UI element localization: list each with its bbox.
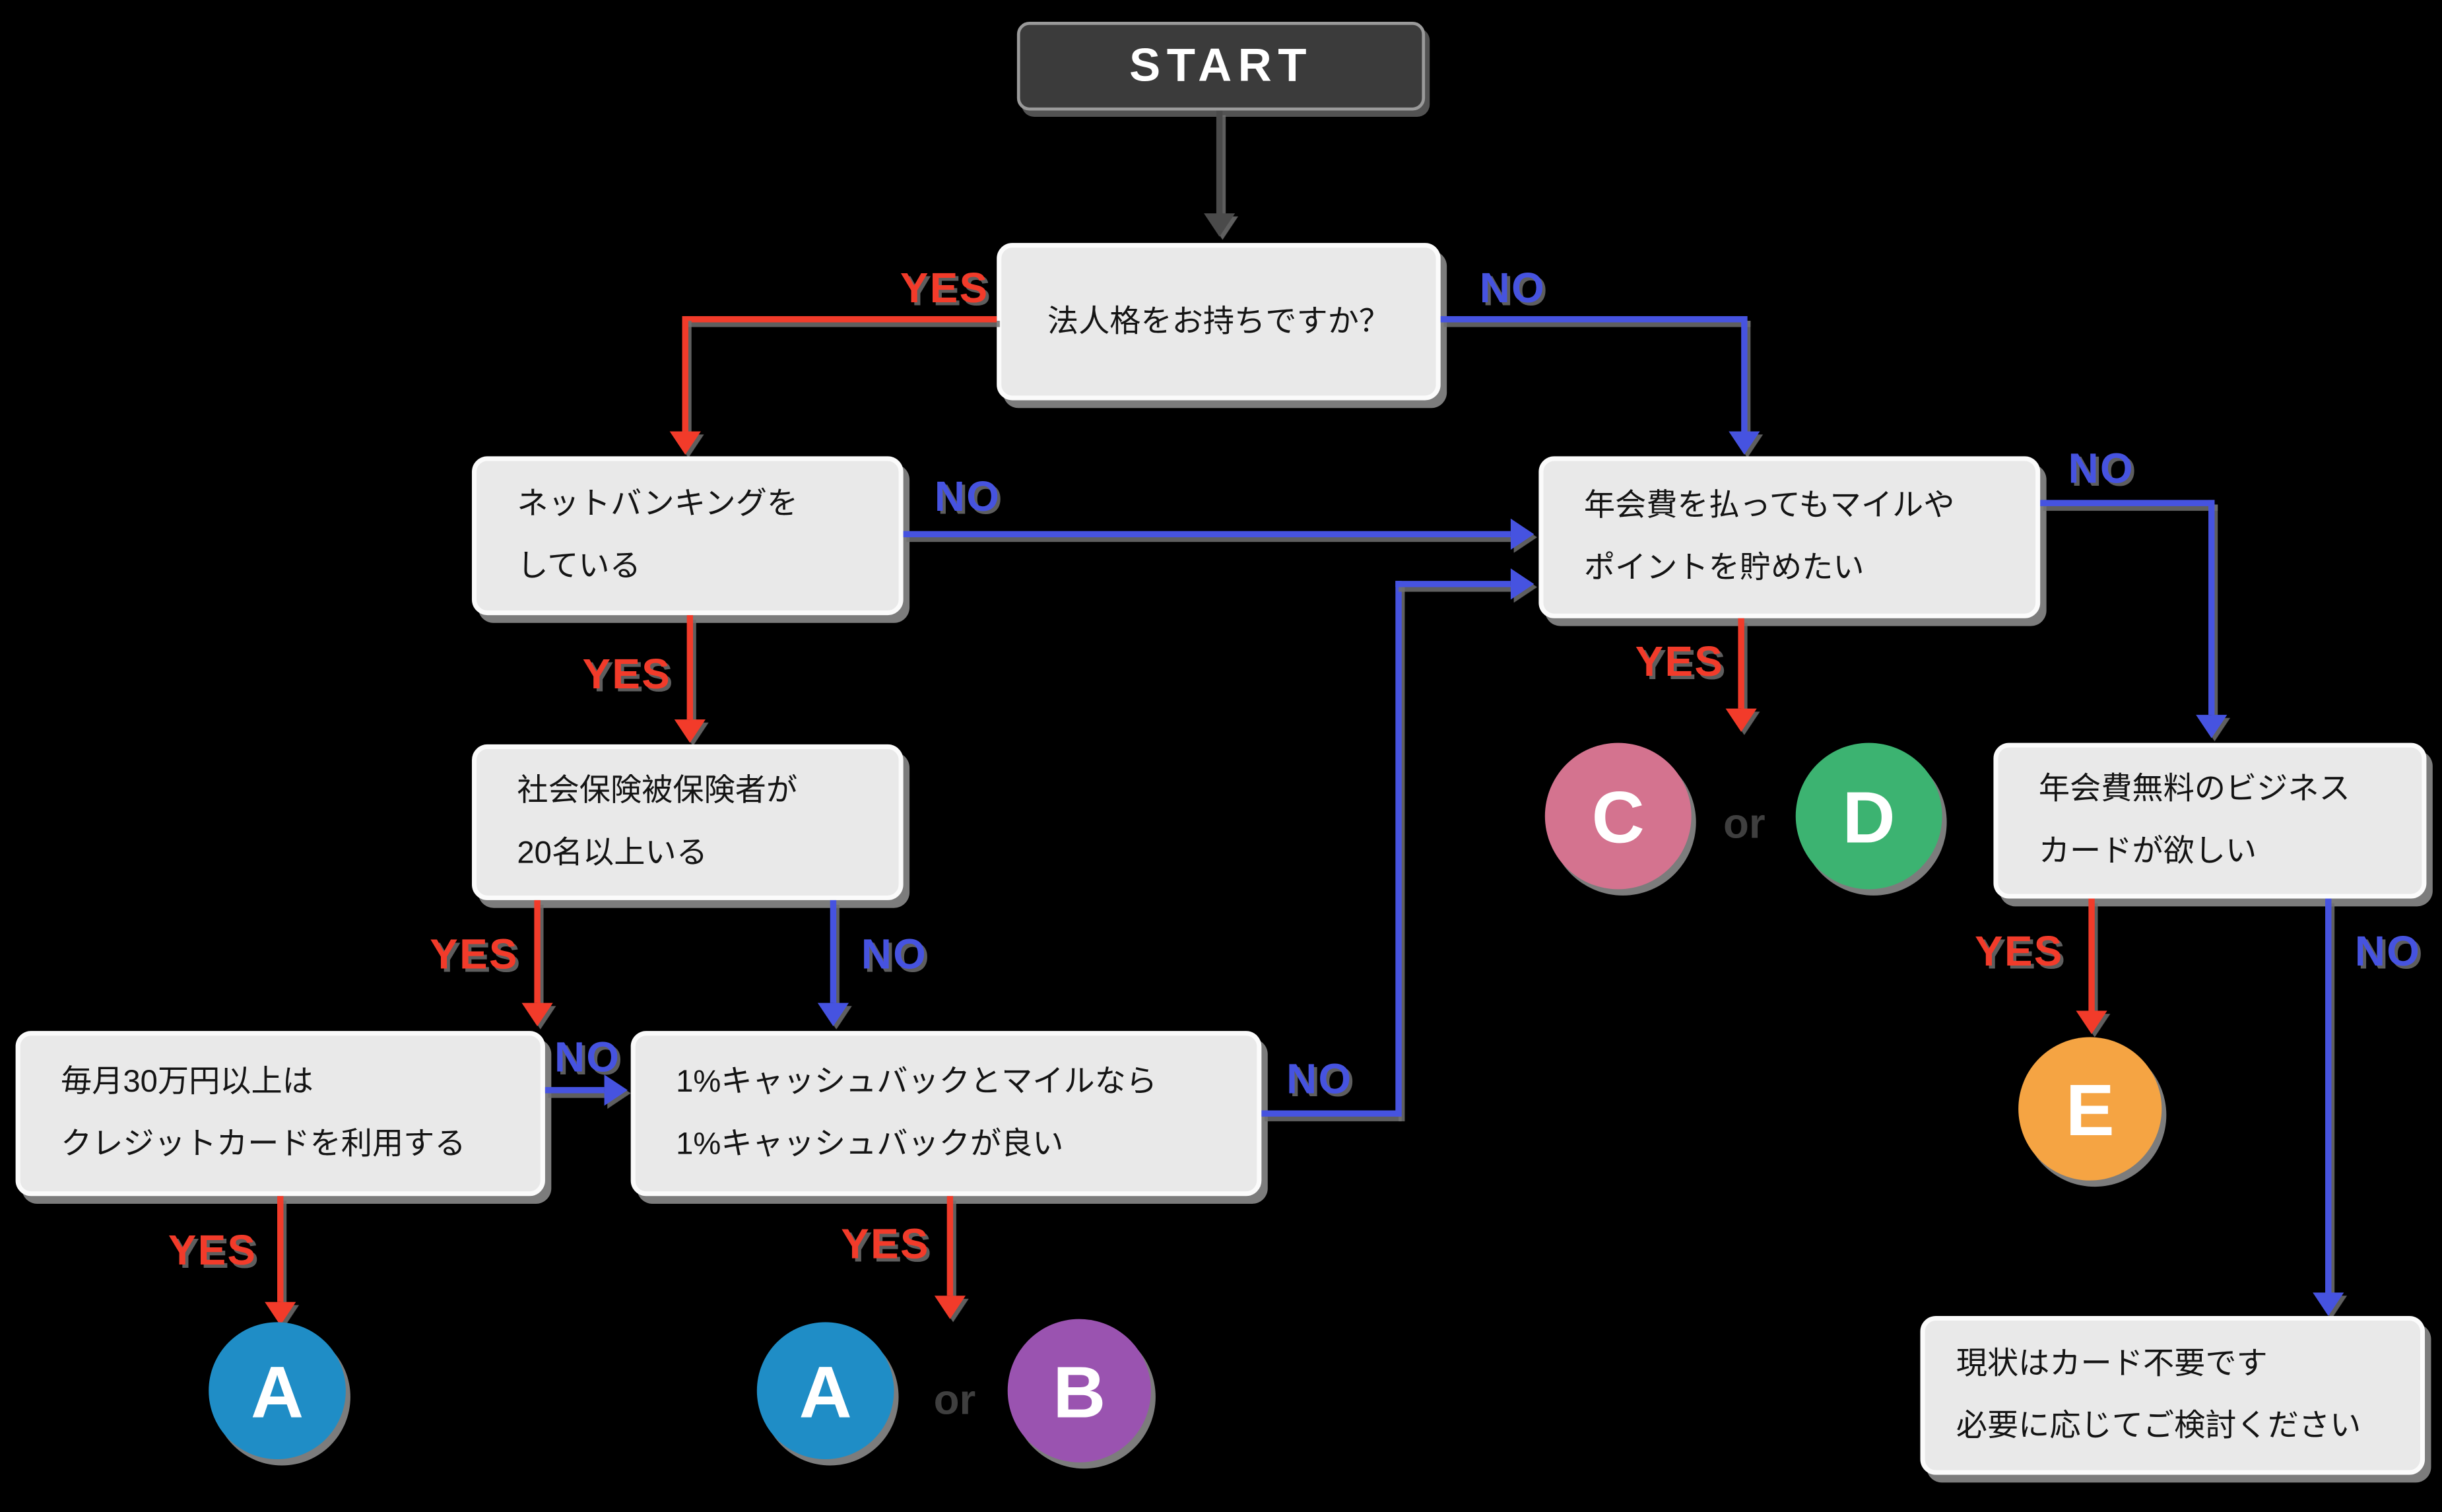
corporate-no-line-h xyxy=(1440,316,1748,323)
note-no-card-line2: 必要に応じてご検討ください xyxy=(1956,1409,2361,1444)
netbanking-no-arrowhead-icon xyxy=(1510,518,1534,550)
insurance-yes-arrowhead-icon xyxy=(521,1003,553,1027)
question-netbanking: ネットバンキングを している xyxy=(471,456,904,616)
question-cashback-line2: 1%キャッシュバックが良い xyxy=(676,1127,1064,1162)
question-netbanking-line1: ネットバンキングを xyxy=(517,487,799,522)
monthly300k-no-line-h xyxy=(544,1087,605,1094)
cashback-no-line-v xyxy=(1395,581,1402,1117)
question-monthly300k-line2: クレジットカードを利用する xyxy=(61,1127,466,1162)
result-circle-a: A xyxy=(209,1322,346,1460)
question-paid-miles: 年会費を払ってもマイルや ポイントを貯めたい xyxy=(1538,456,2041,618)
netbanking-no-line-h xyxy=(903,531,1511,538)
no-label: NO xyxy=(554,1034,621,1081)
yes-label: YES xyxy=(430,931,519,978)
yes-label: YES xyxy=(1635,638,1725,686)
result-e-label: E xyxy=(2065,1067,2115,1150)
result-a-label: A xyxy=(250,1349,304,1432)
yes-label: YES xyxy=(582,651,672,698)
question-monthly300k-line1: 毎月30万円以上は xyxy=(61,1065,314,1100)
yes-label: YES xyxy=(1975,928,2064,975)
question-cashback: 1%キャッシュバックとマイルなら 1%キャッシュバックが良い xyxy=(630,1031,1262,1197)
cashback-no-arrowhead-icon xyxy=(1510,568,1534,600)
start-arrowhead-icon xyxy=(1204,213,1236,237)
question-free-card-line2: カードが欲しい xyxy=(2038,834,2257,869)
start-arrow-line xyxy=(1216,110,1223,216)
insurance-no-arrowhead-icon xyxy=(817,1003,849,1027)
question-insurance-line1: 社会保険被保険者が xyxy=(517,773,798,808)
question-corporate: 法人格をお持ちですか？ xyxy=(997,243,1441,401)
paid-miles-no-line-h xyxy=(2040,500,2215,506)
monthly300k-yes-arrowhead-icon xyxy=(265,1301,296,1326)
corporate-no-arrowhead-icon xyxy=(1729,431,1760,455)
result-a-label: A xyxy=(799,1349,852,1432)
note-no-card: 現状はカード不要です 必要に応じてご検討ください xyxy=(1920,1315,2426,1475)
question-free-card-line1: 年会費無料のビジネス xyxy=(2038,772,2350,807)
insurance-yes-line-v xyxy=(534,900,541,1003)
no-label: NO xyxy=(1286,1055,1353,1103)
no-label: NO xyxy=(2068,445,2134,492)
result-b-label: B xyxy=(1053,1349,1106,1432)
or-label: or xyxy=(933,1376,976,1424)
free-card-yes-line-v xyxy=(2088,898,2095,1014)
cashback-no-line-h2 xyxy=(1395,581,1511,587)
paid-miles-yes-arrowhead-icon xyxy=(1725,708,1757,733)
insurance-no-line-v xyxy=(830,900,837,1003)
netbanking-yes-line-v xyxy=(686,615,694,720)
free-card-no-line-v xyxy=(2325,898,2332,1294)
result-circle-e: E xyxy=(2018,1037,2162,1181)
or-label: or xyxy=(1723,800,1766,847)
question-corporate-text: 法人格をお持ちですか？ xyxy=(1047,304,1391,339)
paid-miles-no-line-v xyxy=(2208,500,2215,715)
yes-label: YES xyxy=(841,1221,930,1268)
monthly300k-no-arrowhead-icon xyxy=(604,1074,628,1106)
result-c-label: C xyxy=(1591,774,1645,858)
corporate-yes-arrowhead-icon xyxy=(669,431,701,455)
note-no-card-line1: 現状はカード不要です xyxy=(1956,1347,2268,1382)
question-cashback-line1: 1%キャッシュバックとマイルなら xyxy=(676,1065,1158,1100)
free-card-yes-arrowhead-icon xyxy=(2076,1010,2107,1034)
corporate-no-line-v xyxy=(1741,316,1748,435)
start-label: START xyxy=(1129,40,1313,92)
question-netbanking-line2: している xyxy=(517,549,641,584)
cashback-no-line-h1 xyxy=(1261,1110,1399,1117)
corporate-yes-line-h xyxy=(685,316,997,323)
yes-label: YES xyxy=(900,265,989,312)
question-paid-miles-line1: 年会費を払ってもマイルや xyxy=(1583,488,1955,523)
question-monthly300k: 毎月30万円以上は クレジットカードを利用する xyxy=(15,1031,545,1197)
question-insurance: 社会保険被保険者が 20名以上いる xyxy=(471,744,904,900)
paid-miles-no-arrowhead-icon xyxy=(2196,715,2228,739)
question-free-card: 年会費無料のビジネス カードが欲しい xyxy=(1993,742,2427,899)
no-label: NO xyxy=(861,931,928,978)
cashback-yes-arrowhead-icon xyxy=(934,1296,966,1319)
result-circle-a2: A xyxy=(756,1322,894,1460)
result-circle-b: B xyxy=(1007,1319,1151,1463)
free-card-no-arrowhead-icon xyxy=(2313,1292,2344,1316)
result-circle-c: C xyxy=(1544,742,1692,890)
monthly300k-yes-line-v xyxy=(277,1196,284,1302)
paid-miles-yes-line-v xyxy=(1738,618,1744,709)
start-node: START xyxy=(1016,22,1426,111)
no-label: NO xyxy=(934,473,1001,521)
yes-label: YES xyxy=(168,1227,257,1274)
no-label: NO xyxy=(1479,265,1546,312)
question-insurance-line2: 20名以上いる xyxy=(517,836,708,871)
question-paid-miles-line2: ポイントを貯めたい xyxy=(1583,551,1864,586)
cashback-yes-line-v xyxy=(946,1196,954,1296)
no-label: NO xyxy=(2354,928,2422,975)
result-circle-d: D xyxy=(1795,742,1942,890)
corporate-yes-line-v xyxy=(682,316,688,435)
result-d-label: D xyxy=(1842,774,1896,858)
netbanking-yes-arrowhead-icon xyxy=(674,719,706,743)
